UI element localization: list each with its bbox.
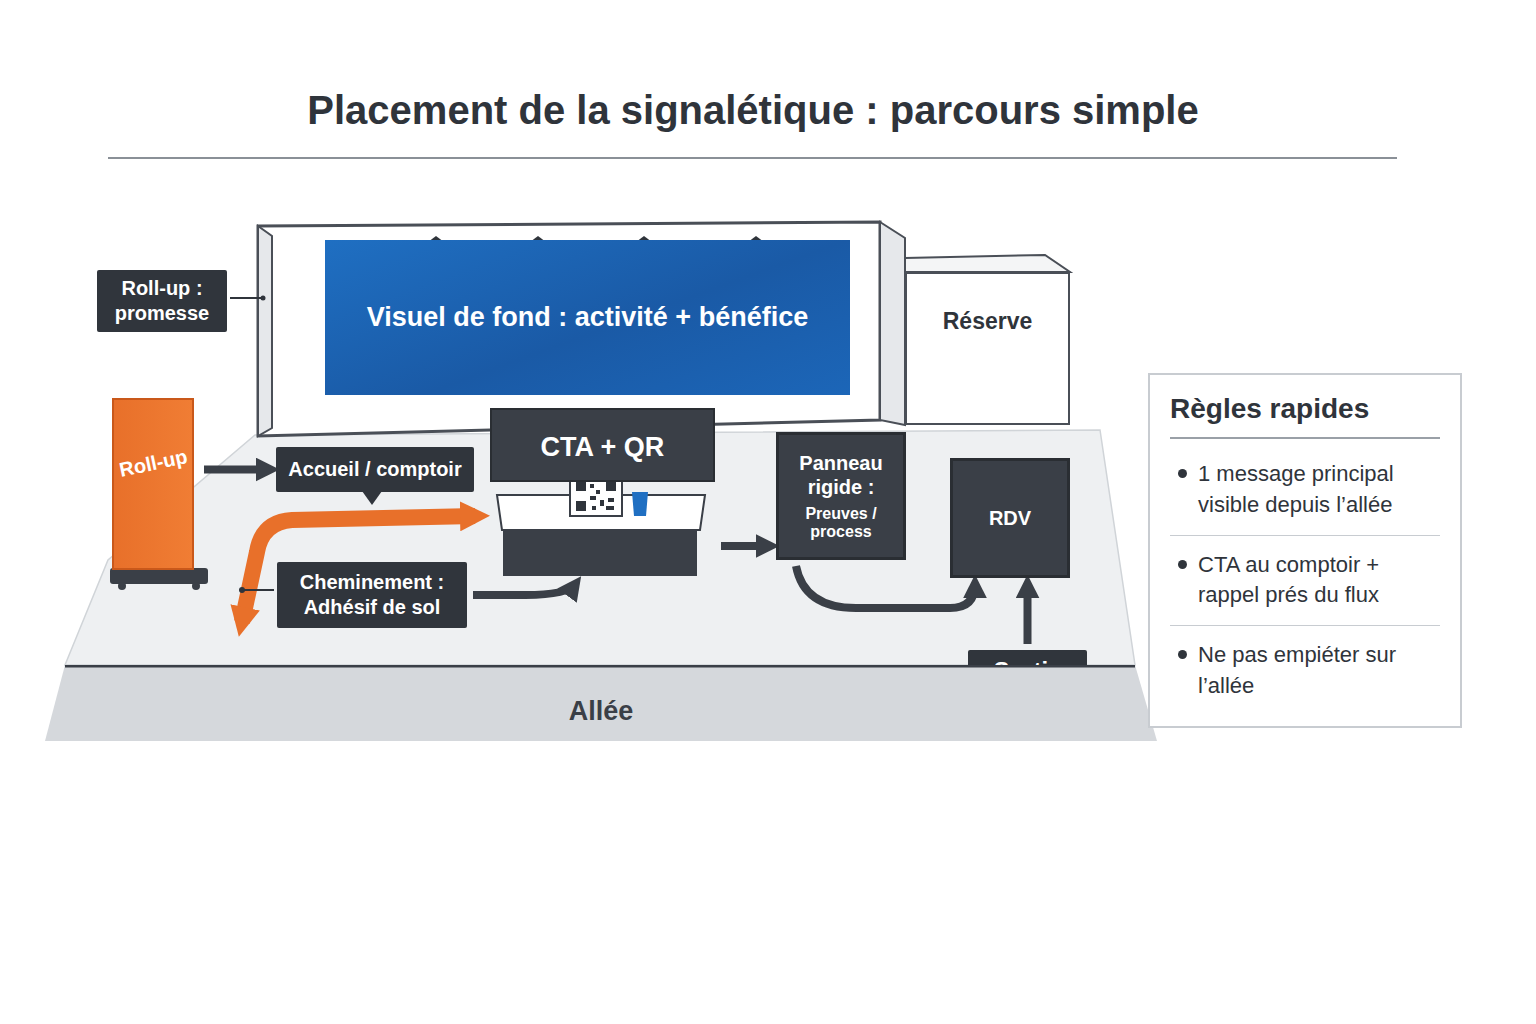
background-visual: Visuel de fond : activité + bénéfice [325, 240, 850, 395]
node-text: CTA au comptoir + rappel prés du flux [1170, 536, 1440, 627]
node-label: Roll-up : promesse [107, 276, 217, 326]
node-text: 1 message principal visible depuis l’all… [1170, 445, 1440, 536]
node-label: Règles rapides [1170, 393, 1440, 439]
node-label: Accueil / comptoir [288, 457, 461, 482]
node-label: Panneau rigide : [787, 451, 895, 499]
meeting-panel: RDV [950, 458, 1070, 578]
reception-counter: CTA + QR [490, 408, 715, 578]
aisle-band: Allée [45, 665, 1157, 741]
rules-box: Règles rapides 1 message principal visibl… [1148, 373, 1462, 728]
node-label: Visuel de fond : activité + bénéfice [367, 299, 808, 335]
node-label: Roll-up [117, 445, 189, 482]
node-label: Cheminement : Adhésif de sol [287, 570, 457, 620]
rollup-banner: Roll-up [112, 398, 194, 570]
callout-label: Cheminement : Adhésif de sol [277, 562, 467, 628]
callout-label: Roll-up : promesse [97, 270, 227, 332]
node-label: RDV [989, 506, 1031, 530]
node-text: Preuves / process [787, 505, 895, 541]
node-text: Ne pas empiéter sur l’allée [1170, 626, 1440, 716]
callout-label: Accueil / comptoir [276, 447, 474, 492]
flow-arrow [204, 466, 270, 474]
node-label: CTA + QR [490, 408, 715, 482]
flow-arrow [473, 584, 576, 595]
diagram-title: Placement de la signalétique : parcours … [108, 88, 1398, 133]
node-label: Réserve [943, 308, 1033, 335]
storage-room: Réserve [905, 272, 1070, 425]
flow-arrow [796, 566, 975, 608]
rigid-panel: Panneau rigide : Preuves / process [776, 432, 906, 560]
flow-arrow [721, 542, 770, 550]
flow-arrow [1024, 584, 1032, 644]
node-label: Allée [569, 696, 634, 727]
